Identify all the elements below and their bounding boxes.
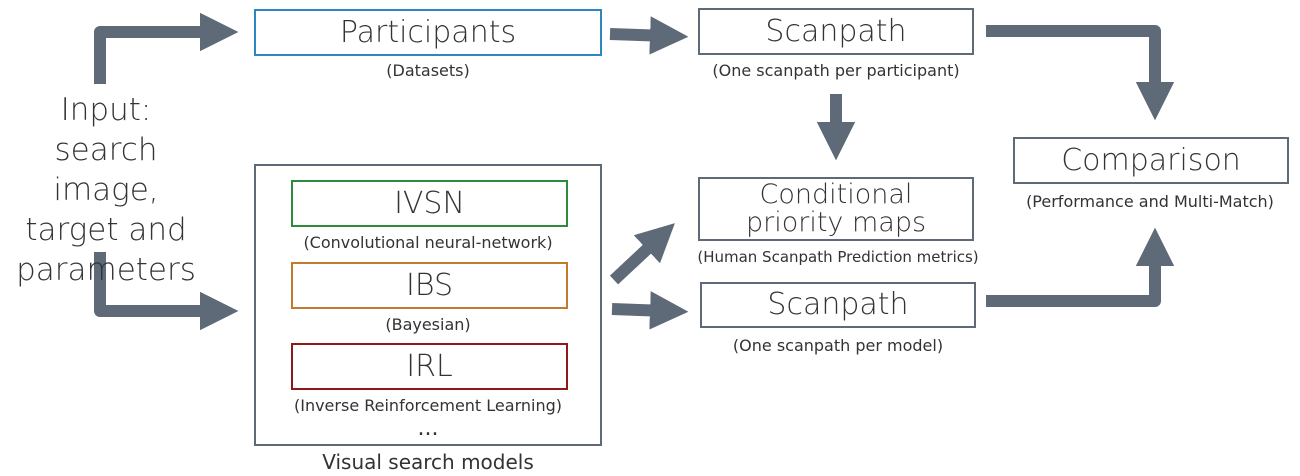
- comparison-subtitle: (Performance and Multi-Match): [1026, 192, 1274, 211]
- arrow-scanpath-to-comparison: [986, 25, 1175, 121]
- model-ivsn-box: IVSN: [291, 180, 568, 227]
- arrow-models-to-priority-maps: [609, 223, 675, 285]
- model-irl-box: IRL: [291, 343, 568, 390]
- model-ivsn-name: IVSN: [394, 185, 465, 221]
- priority-maps-box: Conditional priority maps: [698, 177, 974, 241]
- participants-subtitle: (Datasets): [386, 61, 470, 80]
- visual-search-models-container: [254, 164, 602, 446]
- scanpath-models-subtitle: (One scanpath per model): [732, 336, 944, 355]
- model-ibs-name: IBS: [405, 267, 453, 303]
- comparison-title: Comparison: [1061, 142, 1241, 178]
- input-line-4: parameters: [16, 252, 196, 288]
- scanpath-models-box: Scanpath: [700, 282, 976, 328]
- model-irl-subtitle: (Inverse Reinforcement Learning): [293, 396, 562, 415]
- comparison-box: Comparison: [1013, 137, 1289, 184]
- scanpath-participants-box: Scanpath: [698, 8, 974, 55]
- participants-box: Participants: [254, 9, 602, 56]
- priority-maps-subtitle: (Human Scanpath Prediction metrics): [697, 248, 979, 266]
- arrow-models-to-scanpath: [611, 291, 689, 330]
- model-ibs-subtitle: (Bayesian): [385, 315, 471, 334]
- arrow-input-to-participants: [94, 12, 239, 84]
- arrow-input-to-models: [94, 252, 239, 331]
- visual-search-models-label: Visual search models: [322, 450, 534, 474]
- scanpath-participants-subtitle: (One scanpath per participant): [712, 61, 960, 80]
- model-irl-name: IRL: [406, 348, 453, 384]
- arrow-participants-to-scanpath: [609, 16, 689, 55]
- priority-maps-line-2: priority maps: [745, 207, 927, 238]
- priority-maps-line-1: Conditional: [759, 178, 913, 210]
- scanpath-participants-title: Scanpath: [765, 13, 907, 49]
- arrow-scanpath-bottom-to-comparison: [986, 227, 1175, 307]
- input-line-1: Input:: [60, 92, 152, 128]
- scanpath-models-title: Scanpath: [767, 287, 909, 323]
- input-line-3: target and: [25, 212, 187, 248]
- models-ellipsis: ...: [417, 416, 439, 441]
- participants-title: Participants: [339, 14, 517, 50]
- model-ivsn-subtitle: (Convolutional neural-network): [303, 233, 553, 252]
- input-line-2: search image,: [53, 132, 159, 208]
- model-ibs-box: IBS: [291, 262, 568, 309]
- input-label: Input: search image, target and paramete…: [0, 90, 212, 290]
